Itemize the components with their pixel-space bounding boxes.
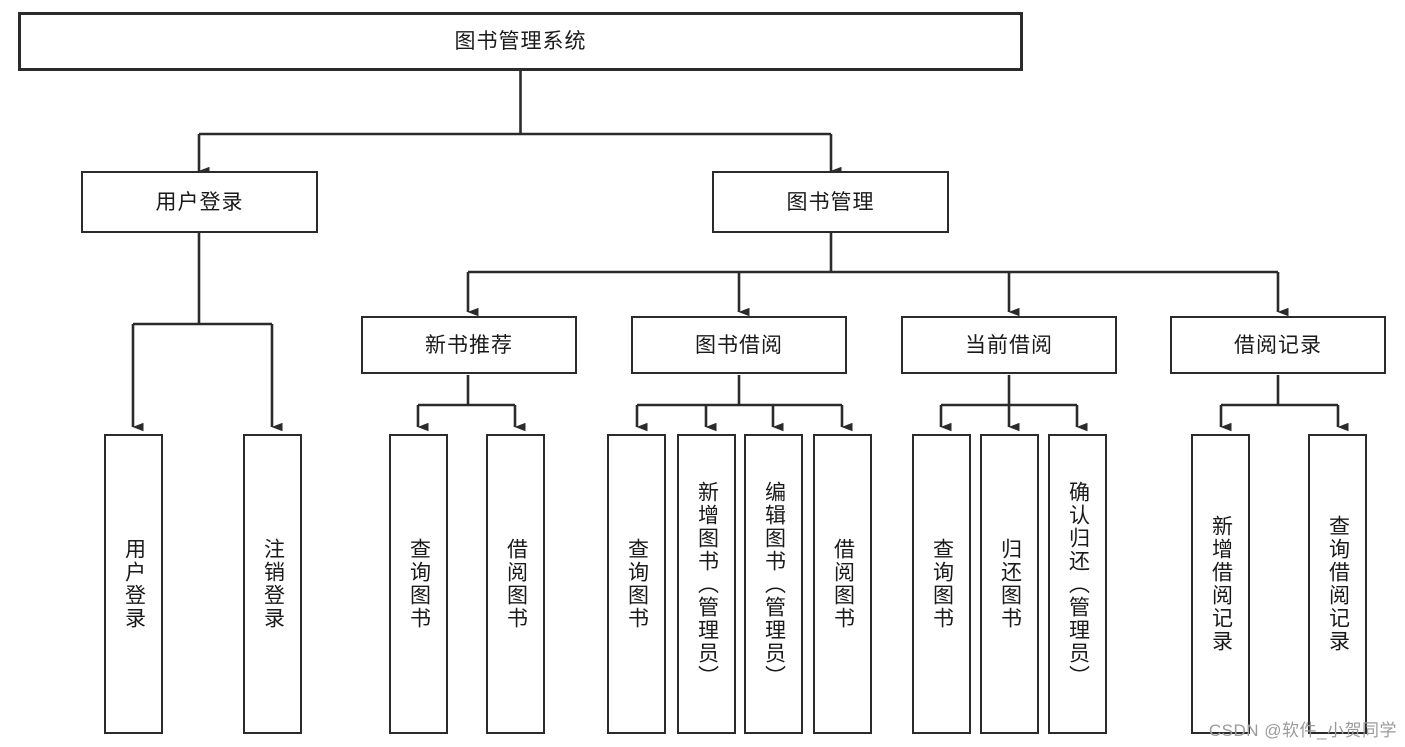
node-leaf-query-book-2[interactable]: 查询图书 [607,434,666,734]
node-leaf-add-book-label: 新增图书（管理员） [695,480,719,688]
node-book-management-label: 图书管理 [786,190,875,214]
node-user-login[interactable]: 用户登录 [81,171,318,233]
node-leaf-user-login-label: 用户登录 [122,538,146,630]
node-leaf-query-record[interactable]: 查询借阅记录 [1308,434,1367,734]
node-leaf-add-book[interactable]: 新增图书（管理员） [677,434,736,734]
node-book-borrow-label: 图书借阅 [695,333,783,357]
node-leaf-query-book-2-label: 查询图书 [625,538,649,630]
node-leaf-query-book-1[interactable]: 查询图书 [389,434,448,734]
node-current-borrow[interactable]: 当前借阅 [901,316,1117,374]
node-borrow-record-label: 借阅记录 [1234,333,1322,357]
node-new-book-recommend[interactable]: 新书推荐 [361,316,577,374]
node-user-login-label: 用户登录 [155,190,244,214]
node-root[interactable]: 图书管理系统 [18,12,1023,71]
node-leaf-query-book-3[interactable]: 查询图书 [912,434,971,734]
node-leaf-borrow-book-1[interactable]: 借阅图书 [486,434,545,734]
node-leaf-user-logout[interactable]: 注销登录 [243,434,302,734]
node-leaf-query-record-label: 查询借阅记录 [1326,515,1350,653]
node-current-borrow-label: 当前借阅 [965,333,1053,357]
node-leaf-query-book-3-label: 查询图书 [930,538,954,630]
node-leaf-return-book-label: 归还图书 [998,538,1022,630]
node-leaf-query-book-1-label: 查询图书 [407,538,431,630]
node-leaf-add-record-label: 新增借阅记录 [1209,515,1233,653]
node-leaf-borrow-book-1-label: 借阅图书 [504,538,528,630]
node-leaf-edit-book-label: 编辑图书（管理员） [762,480,786,688]
node-leaf-edit-book[interactable]: 编辑图书（管理员） [744,434,803,734]
node-new-book-recommend-label: 新书推荐 [425,333,513,357]
node-leaf-borrow-book-2-label: 借阅图书 [831,538,855,630]
node-leaf-add-record[interactable]: 新增借阅记录 [1191,434,1250,734]
node-borrow-record[interactable]: 借阅记录 [1170,316,1386,374]
node-root-label: 图书管理系统 [454,30,587,53]
node-leaf-confirm-return-label: 确认归还（管理员） [1066,480,1090,688]
node-leaf-user-logout-label: 注销登录 [261,538,285,630]
node-book-management[interactable]: 图书管理 [712,171,949,233]
node-leaf-user-login[interactable]: 用户登录 [104,434,163,734]
node-book-borrow[interactable]: 图书借阅 [631,316,847,374]
node-leaf-borrow-book-2[interactable]: 借阅图书 [813,434,872,734]
node-leaf-return-book[interactable]: 归还图书 [980,434,1039,734]
node-leaf-confirm-return[interactable]: 确认归还（管理员） [1048,434,1107,734]
